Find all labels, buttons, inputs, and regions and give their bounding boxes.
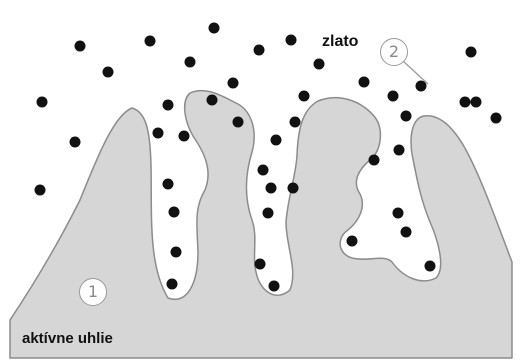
gold-particle bbox=[393, 208, 404, 219]
gold-particle bbox=[209, 23, 220, 34]
gold-particle bbox=[70, 137, 81, 148]
gold-particle bbox=[75, 41, 86, 52]
gold-particle bbox=[255, 259, 266, 270]
gold-particle bbox=[314, 59, 325, 70]
gold-particle bbox=[269, 281, 280, 292]
activated-carbon-body bbox=[10, 91, 512, 358]
gold-particle bbox=[207, 95, 218, 106]
gold-particle bbox=[169, 207, 180, 218]
gold-particle bbox=[466, 47, 477, 58]
gold-particle bbox=[167, 279, 178, 290]
activated-carbon-label: aktívne uhlie bbox=[22, 330, 113, 347]
gold-particle bbox=[286, 35, 297, 46]
gold-particle bbox=[163, 179, 174, 190]
gold-particle bbox=[401, 227, 412, 238]
gold-particle bbox=[369, 155, 380, 166]
gold-particle bbox=[460, 97, 471, 108]
gold-particle bbox=[266, 183, 277, 194]
gold-particle bbox=[254, 45, 265, 56]
gold-particle bbox=[233, 117, 244, 128]
gold-particle bbox=[171, 247, 182, 258]
gold-particle bbox=[290, 117, 301, 128]
gold-particle bbox=[163, 100, 174, 111]
gold-particle bbox=[37, 97, 48, 108]
gold-particle bbox=[258, 165, 269, 176]
gold-particle bbox=[394, 145, 405, 156]
gold-particle bbox=[491, 113, 502, 124]
gold-particle bbox=[185, 57, 196, 68]
gold-particle bbox=[401, 111, 412, 122]
gold-particle bbox=[416, 81, 427, 92]
gold-particle bbox=[299, 91, 310, 102]
gold-particle bbox=[471, 97, 482, 108]
gold-particle bbox=[271, 135, 282, 146]
gold-particle bbox=[388, 91, 399, 102]
gold-particle bbox=[153, 128, 164, 139]
marker-one: 1 bbox=[79, 278, 107, 306]
gold-particle bbox=[103, 67, 114, 78]
marker-two: 2 bbox=[380, 38, 408, 66]
gold-label: zlato bbox=[322, 33, 358, 51]
gold-particle bbox=[35, 185, 46, 196]
gold-particle bbox=[347, 236, 358, 247]
gold-particle bbox=[263, 208, 274, 219]
gold-particle bbox=[359, 77, 370, 88]
gold-particle bbox=[425, 261, 436, 272]
gold-particle bbox=[288, 183, 299, 194]
gold-particle bbox=[179, 131, 190, 142]
gold-particle bbox=[145, 36, 156, 47]
gold-particle bbox=[228, 78, 239, 89]
